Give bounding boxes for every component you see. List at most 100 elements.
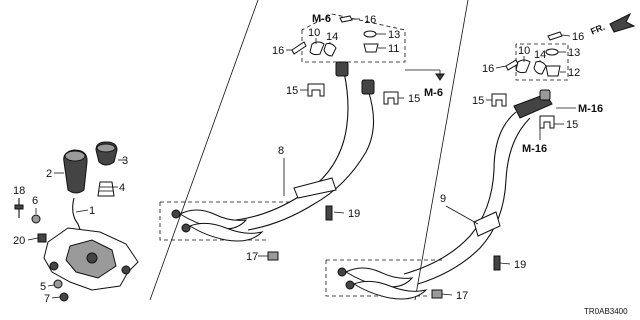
callout-15b: 15 bbox=[408, 93, 420, 105]
callout-9: 9 bbox=[440, 193, 446, 205]
clip-14 bbox=[323, 43, 337, 57]
callout-14b: 14 bbox=[534, 49, 546, 61]
reference-m6-right: M-6 bbox=[424, 87, 443, 99]
diagram-part-code: TR0AB3400 bbox=[584, 307, 628, 316]
callout-13a: 13 bbox=[388, 29, 400, 41]
clip-14b bbox=[533, 61, 547, 75]
shift-cable-assembly-9 bbox=[325, 12, 636, 300]
shift-lever-rod bbox=[72, 197, 85, 241]
callout-8: 8 bbox=[278, 145, 284, 157]
clip-11 bbox=[363, 43, 379, 53]
base-bolt-hole bbox=[121, 265, 131, 275]
leader-9 bbox=[445, 205, 479, 225]
front-direction-label: FR. bbox=[589, 22, 606, 37]
bolt-part-19 bbox=[325, 205, 333, 221]
cable-end-fitting bbox=[361, 79, 375, 95]
nut-part-17b bbox=[431, 289, 443, 299]
callout-1: 1 bbox=[89, 205, 95, 217]
callout-17b: 17 bbox=[456, 290, 468, 302]
leader-16d bbox=[561, 34, 571, 37]
leader-7 bbox=[51, 296, 61, 299]
callout-16d: 16 bbox=[572, 31, 584, 43]
washer-13 bbox=[363, 30, 377, 38]
leader-20 bbox=[27, 237, 39, 241]
lock-pin-16-top bbox=[339, 15, 353, 23]
leader-16c bbox=[495, 65, 507, 69]
washer-10 bbox=[309, 41, 325, 56]
callout-12: 12 bbox=[568, 67, 580, 79]
callout-19a: 19 bbox=[348, 208, 360, 220]
callout-20: 20 bbox=[13, 235, 25, 247]
cable-clip-15c bbox=[491, 93, 507, 107]
callout-13b: 13 bbox=[568, 47, 580, 59]
callout-16b: 16 bbox=[364, 14, 376, 26]
callout-18: 18 bbox=[13, 185, 25, 197]
detail-frame-8 bbox=[159, 201, 290, 241]
cable-end-eye bbox=[337, 267, 347, 277]
reference-m16-a: M-16 bbox=[578, 103, 603, 115]
callout-19b: 19 bbox=[514, 259, 526, 271]
leader-17b bbox=[441, 293, 453, 296]
select-cable bbox=[247, 89, 375, 231]
cable-clip-15 bbox=[383, 91, 399, 105]
base-pivot bbox=[86, 252, 98, 264]
detail-frame-8-upper bbox=[301, 13, 406, 63]
lock-pin-16 bbox=[291, 41, 307, 55]
callout-11: 11 bbox=[388, 43, 399, 55]
callout-10b: 10 bbox=[518, 45, 530, 57]
cable-end-loop bbox=[188, 222, 264, 242]
cable-collar bbox=[539, 89, 551, 101]
nut-part-17 bbox=[267, 251, 279, 261]
shift-knob-top bbox=[64, 150, 86, 162]
cable-end-fitting bbox=[335, 61, 349, 77]
callout-7: 7 bbox=[44, 293, 50, 305]
reference-m16-b: M-16 bbox=[522, 143, 547, 155]
leader-19a bbox=[333, 211, 345, 214]
leader-19b bbox=[499, 262, 511, 265]
reference-m6-top: M-6 bbox=[312, 13, 331, 25]
cable-end-eye bbox=[171, 209, 181, 219]
divider-line-right bbox=[414, 0, 469, 301]
shift-knob-3-top bbox=[96, 143, 116, 153]
callout-15c: 15 bbox=[472, 95, 484, 107]
callout-16a: 16 bbox=[272, 45, 284, 57]
washer-13b bbox=[545, 48, 559, 56]
bolt-part-19b bbox=[493, 255, 501, 271]
cable-clip-15d bbox=[539, 115, 555, 129]
cable-end-eye bbox=[345, 280, 355, 290]
lock-pin-16d bbox=[547, 31, 563, 41]
shift-lever-assembly bbox=[14, 141, 139, 302]
callout-4: 4 bbox=[119, 182, 125, 194]
callout-17a: 17 bbox=[246, 251, 258, 263]
callout-10a: 10 bbox=[308, 27, 320, 39]
divider-line-left bbox=[149, 0, 259, 301]
callout-3: 3 bbox=[122, 155, 128, 167]
callout-14a: 14 bbox=[326, 31, 338, 43]
collar-part-5 bbox=[53, 279, 63, 289]
boot-part-4 bbox=[97, 181, 115, 197]
base-bolt-hole bbox=[49, 261, 59, 271]
shift-cable-assembly-8 bbox=[159, 13, 406, 261]
callout-15a: 15 bbox=[286, 85, 298, 97]
washer-10b bbox=[515, 59, 531, 74]
cable-clip-15 bbox=[307, 83, 325, 97]
callout-2: 2 bbox=[46, 168, 52, 180]
front-direction-arrow bbox=[609, 12, 636, 33]
bolt-head-18 bbox=[14, 204, 24, 210]
callout-16c: 16 bbox=[482, 63, 494, 75]
cable-end-eye bbox=[181, 223, 191, 233]
clip-12 bbox=[545, 65, 561, 77]
callout-6: 6 bbox=[32, 195, 38, 207]
shift-cable-9 bbox=[403, 111, 517, 275]
shift-cable bbox=[235, 71, 349, 221]
bolt-part-20 bbox=[37, 233, 47, 243]
select-cable-9 bbox=[417, 117, 531, 285]
cable-end-loop-9 bbox=[352, 280, 428, 300]
leader-5 bbox=[47, 284, 55, 287]
cable-bracket-9 bbox=[473, 211, 501, 237]
clip-part-7 bbox=[59, 292, 69, 302]
callout-15d: 15 bbox=[566, 119, 578, 131]
leader-1 bbox=[75, 209, 89, 213]
nut-part-6 bbox=[31, 214, 41, 224]
